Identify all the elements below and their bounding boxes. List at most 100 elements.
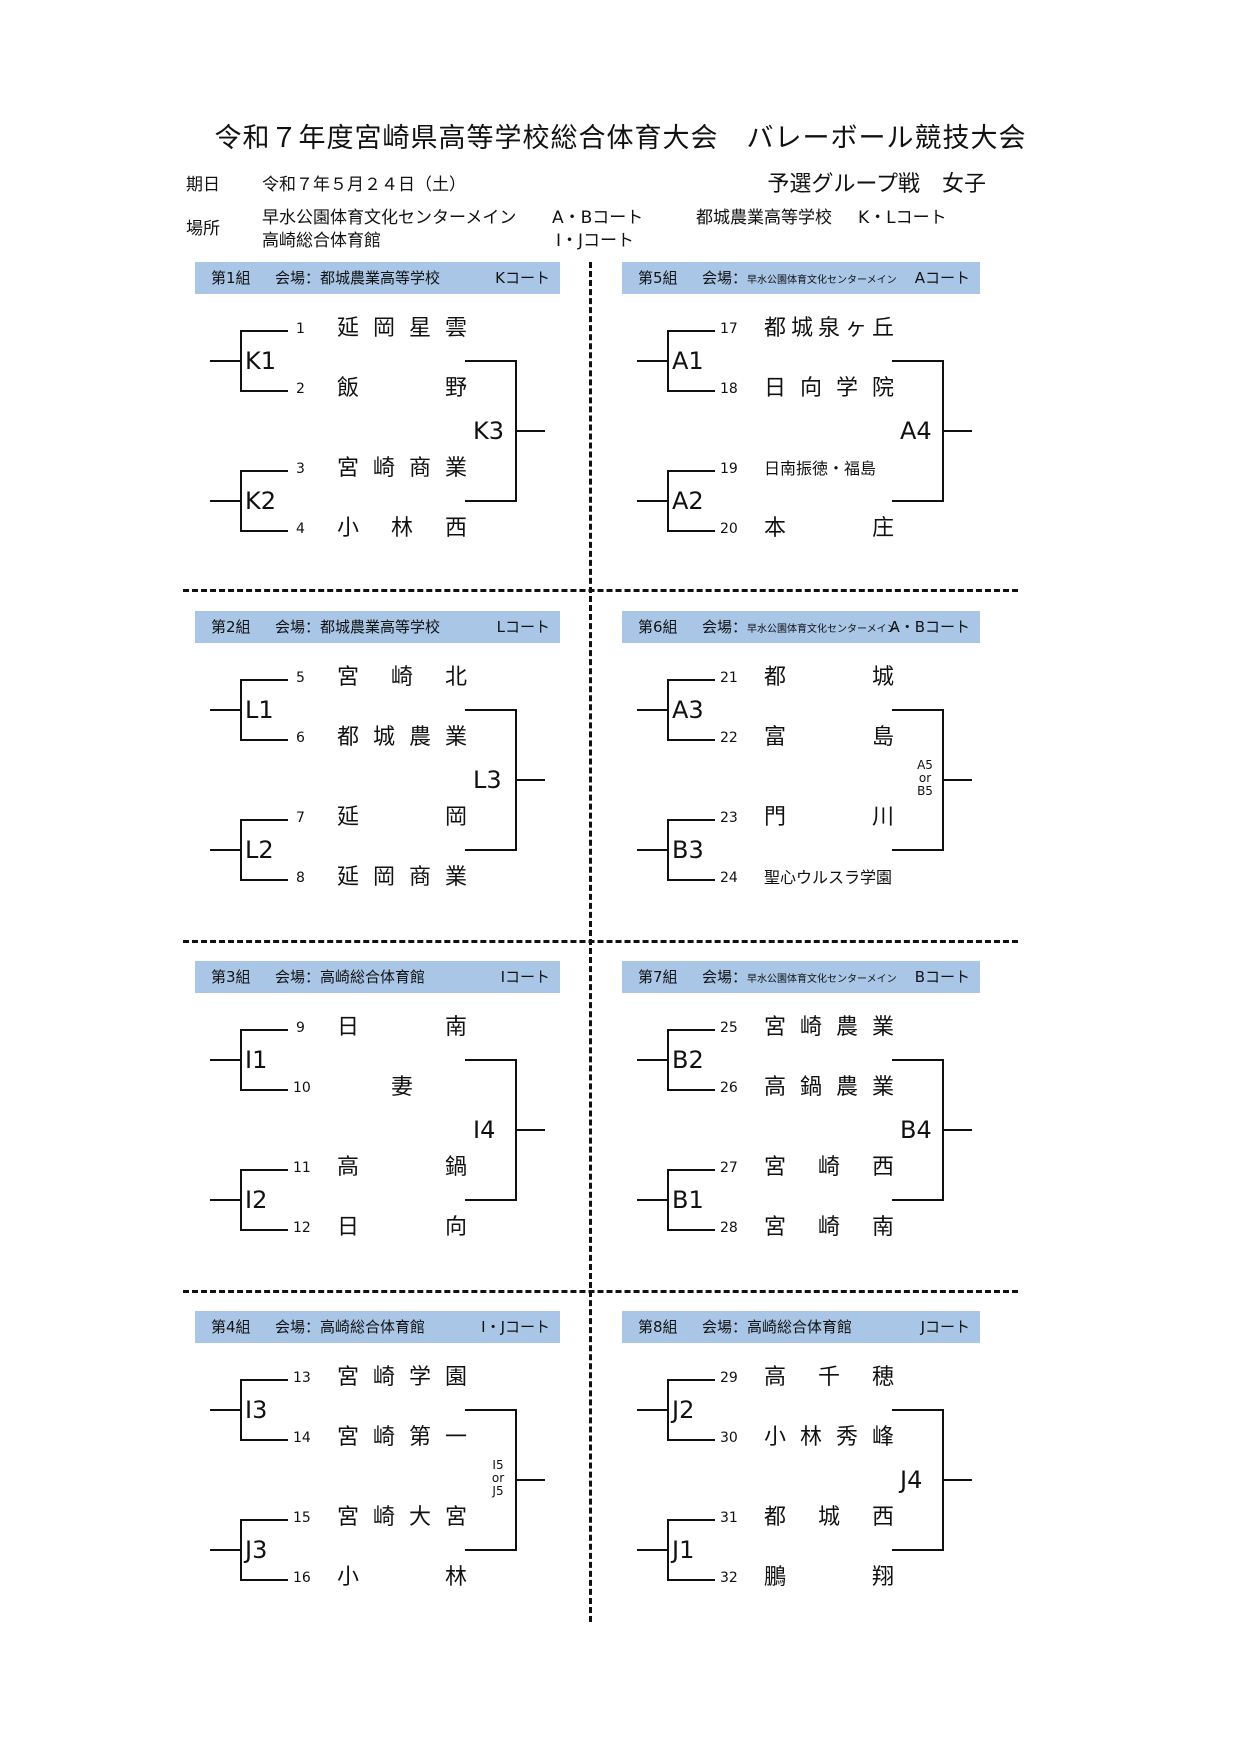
team-char: 都	[764, 665, 787, 690]
bracket-line	[240, 330, 242, 392]
bracket-line	[240, 819, 242, 881]
team-number: 9	[296, 1020, 305, 1036]
bracket-line	[240, 330, 288, 332]
bracket-line	[637, 1549, 668, 1551]
match-label: K1	[245, 347, 277, 375]
bracket-line	[240, 1579, 288, 1581]
team-char: 城	[372, 725, 395, 750]
final-label-part: A5	[917, 758, 933, 772]
bracket-line	[210, 1059, 241, 1061]
bracket-line	[667, 470, 715, 472]
date-label: 期日	[186, 175, 220, 195]
team-name: 宮崎農業	[764, 1013, 894, 1043]
team-char: 門	[764, 805, 787, 830]
team-char: 千	[817, 1365, 840, 1390]
bracket-line	[465, 709, 517, 711]
team-char: 院	[871, 376, 894, 401]
team-char: 宮	[764, 1155, 787, 1180]
team-number: 5	[296, 670, 305, 686]
team-char: 鍋	[444, 1155, 467, 1180]
bracket-line	[667, 679, 669, 741]
bracket-line	[240, 1169, 288, 1171]
team-char: 高	[764, 1365, 787, 1390]
team-number: 11	[293, 1160, 311, 1176]
team-number: 4	[296, 521, 305, 537]
bracket-line	[667, 330, 715, 332]
team-number: 16	[293, 1570, 311, 1586]
team-char: 農	[835, 1015, 858, 1040]
team-char: 北	[444, 665, 467, 690]
bracket-line	[942, 1129, 972, 1131]
bracket-line	[667, 1519, 715, 1521]
place-venue-3: 高崎総合体育館	[262, 231, 381, 251]
place-courts-2: K・Lコート	[858, 208, 947, 228]
team-char: 城	[817, 1505, 840, 1530]
team-number: 3	[296, 461, 305, 477]
team-char: 岡	[372, 316, 395, 341]
team-char: 崎	[372, 1365, 395, 1390]
team-name: 本庄	[764, 514, 894, 544]
team-char: 業	[444, 456, 467, 481]
venue-name: 早水公園体育文化センターメイン	[747, 275, 897, 286]
subtitle: 予選グループ戦 女子	[767, 172, 986, 197]
group-court: A・Bコート	[889, 618, 970, 636]
team-char: 商	[408, 456, 431, 481]
final-label-part: or	[491, 1471, 505, 1485]
team-char: 延	[337, 865, 360, 890]
place-courts-3: I・Jコート	[556, 231, 635, 251]
team-char: 延	[337, 805, 360, 830]
team-number: 19	[720, 461, 738, 477]
match-label: A1	[672, 347, 704, 375]
bracket-line	[465, 1199, 517, 1201]
team-char: 峰	[871, 1425, 894, 1450]
team-name: 門川	[764, 803, 894, 833]
bracket-line	[892, 1059, 944, 1061]
bracket-line	[667, 1169, 669, 1231]
group-venue: 会場：高崎総合体育館	[702, 1318, 853, 1336]
team-number: 13	[293, 1370, 311, 1386]
group-court: Aコート	[914, 269, 970, 287]
match-label: B1	[672, 1186, 704, 1214]
group-venue: 会場：高崎総合体育館	[275, 968, 426, 986]
group-court: Kコート	[495, 269, 550, 287]
group-number: 第8組	[638, 1318, 678, 1336]
team-char: 高	[337, 1155, 360, 1180]
bracket-line	[667, 1029, 715, 1031]
match-label: B3	[672, 836, 704, 864]
team-number: 1	[296, 321, 305, 337]
bracket-line	[465, 360, 517, 362]
bracket-line	[892, 1199, 944, 1201]
bracket-line	[942, 779, 972, 781]
bracket-line	[240, 1439, 288, 1441]
team-char: 川	[871, 805, 894, 830]
team-number: 6	[296, 730, 305, 746]
group-number: 第7組	[638, 968, 678, 986]
team-number: 30	[720, 1430, 738, 1446]
team-number: 23	[720, 810, 738, 826]
team-number: 17	[720, 321, 738, 337]
team-number: 14	[293, 1430, 311, 1446]
team-char: 庄	[871, 516, 894, 541]
team-char: 城	[871, 665, 894, 690]
team-char: 林	[444, 1565, 467, 1590]
bracket-line	[637, 1199, 668, 1201]
bracket-line	[210, 709, 241, 711]
bracket-line	[667, 1379, 715, 1381]
team-char: 岡	[372, 865, 395, 890]
team-name: 延岡商業	[337, 863, 467, 893]
bracket-line	[465, 500, 517, 502]
bracket-line	[667, 530, 715, 532]
team-number: 2	[296, 381, 305, 397]
bracket-line	[667, 1029, 669, 1091]
bracket-line	[240, 879, 288, 881]
team-name: 宮崎南	[764, 1213, 894, 1243]
team-char: 業	[444, 865, 467, 890]
bracket-line	[637, 849, 668, 851]
bracket-line	[667, 819, 715, 821]
bracket-line	[240, 1029, 288, 1031]
bracket-line	[637, 500, 668, 502]
final-label-part: or	[918, 771, 932, 785]
team-name: 飯野	[337, 374, 467, 404]
